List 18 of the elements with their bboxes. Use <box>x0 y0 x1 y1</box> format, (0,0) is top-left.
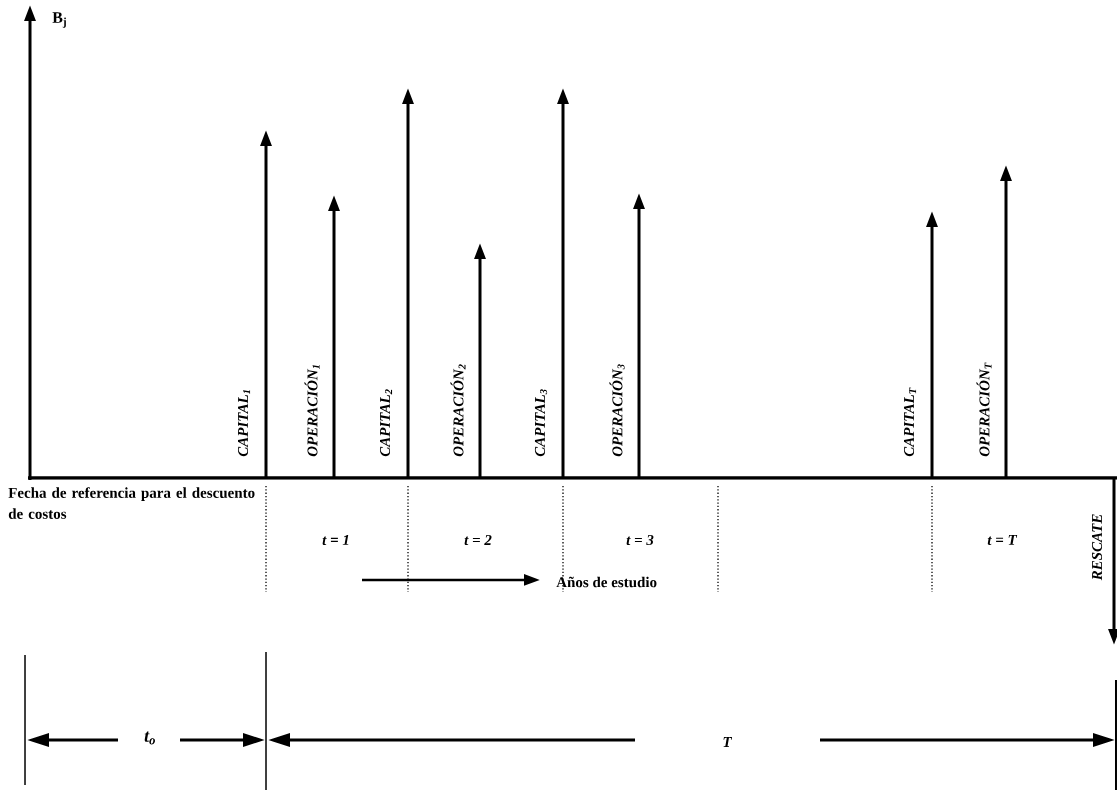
flow-label: CAPITAL$_{T}$ <box>903 387 917 457</box>
axis-label: B$_{j}$ <box>52 12 66 28</box>
period-label: t = T <box>987 535 1018 545</box>
flow-label: CAPITAL$_{1}$ <box>237 390 251 457</box>
period-label: t = 1 <box>322 534 349 545</box>
reference-note: Fecha de referencia para el descuento de costos <box>8 487 255 519</box>
period-label: t = 3 <box>626 534 654 545</box>
period-label: t = 2 <box>464 534 492 545</box>
dimension-label: t$_{o}$ <box>144 731 155 745</box>
flow-label: RESCATE <box>1091 514 1103 581</box>
flow-label: OPERACIÓN$_{1}$ <box>304 365 320 457</box>
flow-label: OPERACIÓN$_{2}$ <box>450 364 466 457</box>
flow-label: OPERACIÓN$_{T}$ <box>976 362 992 457</box>
flow-label: OPERACIÓN$_{3}$ <box>609 364 625 457</box>
flow-label: CAPITAL$_{2}$ <box>379 389 393 457</box>
dimension-label: T <box>723 737 733 747</box>
flow-label: CAPITAL$_{3}$ <box>534 389 548 457</box>
axis-label: Años de estudio <box>556 576 657 588</box>
